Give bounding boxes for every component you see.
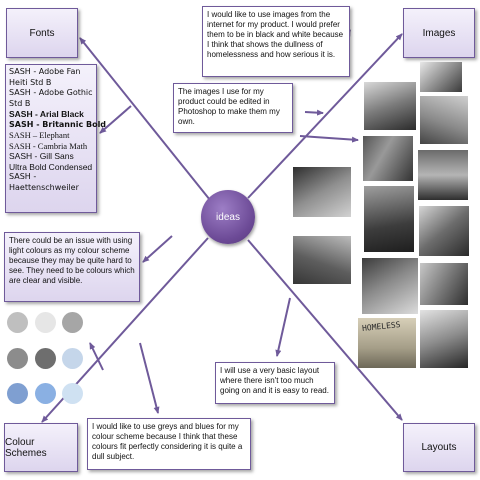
ideas-hub-label: ideas bbox=[216, 211, 240, 223]
photo-12: HOMELESS bbox=[358, 318, 416, 368]
line-colours-greysblues bbox=[139, 342, 160, 414]
swatch-7 bbox=[7, 383, 28, 404]
swatch-4 bbox=[7, 348, 28, 369]
note-colours-issue: There could be an issue with using light… bbox=[4, 232, 140, 302]
swatch-8 bbox=[35, 383, 56, 404]
fonts-list: SASH - Adobe Fan Heiti Std B SASH - Adob… bbox=[5, 64, 107, 213]
photo-4 bbox=[363, 136, 413, 181]
photo-7 bbox=[364, 186, 414, 252]
note-colours-greys-blues: I would like to use greys and blues for … bbox=[87, 418, 251, 470]
line-images-photoshop bbox=[304, 109, 324, 116]
images-title: Images bbox=[422, 27, 456, 39]
colour-schemes-title: Colour Schemes bbox=[5, 436, 47, 459]
photo-1 bbox=[420, 62, 462, 92]
photo-3 bbox=[420, 96, 468, 144]
images-title-box: Images bbox=[403, 8, 475, 58]
photo-8 bbox=[419, 206, 469, 256]
font-item-britannic-bold: SASH - Britannic Bold bbox=[9, 119, 107, 129]
layouts-title: Layouts bbox=[421, 442, 457, 453]
swatch-5 bbox=[35, 348, 56, 369]
colour-schemes-title-box: Colour Schemes bbox=[4, 423, 78, 472]
photo-6 bbox=[293, 167, 351, 217]
note-images-internet-text: I would like to use images from the inte… bbox=[207, 10, 344, 59]
font-item-gill-sans: SASH - Gill Sans Ultra Bold Condensed bbox=[9, 151, 93, 172]
note-layout-basic: I will use a very basic layout where the… bbox=[215, 362, 335, 404]
line-layout-basic bbox=[275, 297, 291, 357]
ideas-hub: ideas bbox=[201, 190, 255, 244]
line-to-layouts bbox=[247, 239, 403, 421]
note-images-photoshop: The images I use for my product could be… bbox=[173, 83, 293, 133]
font-item-elephant: SASH – Elephant bbox=[9, 130, 70, 140]
note-layout-basic-text: I will use a very basic layout where the… bbox=[220, 366, 329, 395]
layouts-title-box: Layouts bbox=[403, 423, 475, 472]
font-item-cambria-math: SASH - Cambria Math bbox=[9, 140, 88, 151]
photo-13 bbox=[420, 310, 468, 368]
photo-9 bbox=[293, 236, 351, 284]
photo-11 bbox=[420, 263, 468, 305]
swatch-2 bbox=[35, 312, 56, 333]
note-images-internet: I would like to use images from the inte… bbox=[202, 6, 350, 77]
fonts-title-box: Fonts bbox=[6, 8, 78, 58]
swatch-6 bbox=[62, 348, 83, 369]
font-item-haettenschweiler: SASH - Haettenschweiler bbox=[9, 172, 79, 192]
font-item-adobe-gothic: SASH - Adobe Gothic Std B bbox=[9, 88, 93, 108]
line-colours-swatches bbox=[89, 342, 104, 371]
photo-5 bbox=[418, 150, 468, 200]
font-item-arial-black: SASH - Arial Black bbox=[9, 109, 84, 119]
line-colours-issue bbox=[142, 235, 173, 263]
swatch-1 bbox=[7, 312, 28, 333]
photo-10 bbox=[362, 258, 418, 314]
font-item-fan-heiti: SASH - Adobe Fan Heiti Std B bbox=[9, 67, 81, 87]
note-images-photoshop-text: The images I use for my product could be… bbox=[178, 87, 280, 126]
note-colours-greys-blues-text: I would like to use greys and blues for … bbox=[92, 422, 243, 461]
homeless-sign-text: HOMELESS bbox=[361, 320, 401, 333]
fonts-title: Fonts bbox=[29, 27, 55, 39]
note-colours-issue-text: There could be an issue with using light… bbox=[9, 236, 135, 285]
line-images-photos bbox=[299, 135, 359, 143]
swatch-3 bbox=[62, 312, 83, 333]
line-fonts-sub bbox=[99, 105, 132, 134]
photo-2 bbox=[364, 82, 416, 130]
line-to-fonts bbox=[79, 37, 211, 201]
line-to-images bbox=[247, 33, 403, 199]
swatch-9 bbox=[62, 383, 83, 404]
